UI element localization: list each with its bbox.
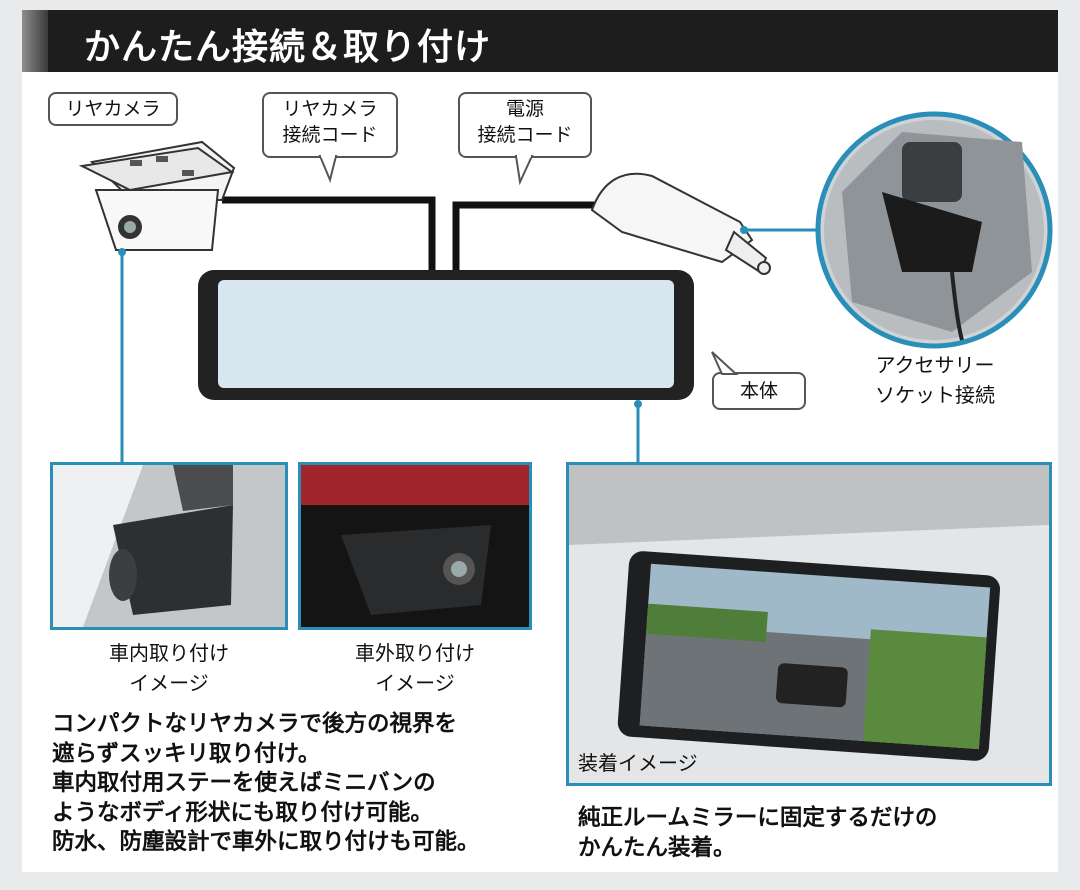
- interior-caption-line1: 車内取り付け: [109, 641, 229, 665]
- description-left-line2: 遮らずスッキリ取り付け。: [52, 740, 321, 767]
- mirror-unit-icon: [198, 270, 694, 400]
- power-cord-label-line2: 接続コード: [477, 124, 573, 146]
- interior-caption-line2: イメージ: [129, 671, 209, 695]
- description-right-line2: かんたん装着。: [578, 834, 736, 861]
- rear-camera-cable: [222, 196, 436, 270]
- main-unit-callout: 本体: [712, 372, 806, 410]
- installed-illustration: [569, 465, 1049, 783]
- exterior-caption-line2: イメージ: [375, 671, 455, 695]
- rear-camera-cord-callout-tail: [318, 154, 338, 184]
- exterior-caption-line1: 車外取り付け: [355, 641, 475, 665]
- rear-camera-callout: リヤカメラ: [48, 92, 178, 126]
- connection-diagram: [78, 111, 1053, 470]
- rear-camera-cord-label-line1: リヤカメラ: [282, 98, 378, 120]
- interior-mount-caption: 車内取り付け イメージ: [50, 638, 288, 698]
- description-right-line1: 純正ルームミラーに固定するだけの: [578, 805, 938, 831]
- power-cord-callout: 電源 接続コード: [458, 92, 592, 158]
- rear-camera-cord-callout: リヤカメラ 接続コード: [262, 92, 398, 158]
- interior-mount-photo: [50, 462, 288, 630]
- header-accent: [22, 10, 48, 72]
- description-left-line3: 車内取付用ステーを使えばミニバンの: [52, 770, 436, 796]
- product-feature-panel: かんたん接続＆取り付け: [22, 10, 1058, 872]
- accessory-socket-line2: ソケット接続: [875, 383, 995, 407]
- rear-camera-icon: [78, 140, 236, 251]
- exterior-mount-illustration: [301, 465, 529, 627]
- exterior-mount-photo: [298, 462, 532, 630]
- power-cable: [452, 201, 602, 270]
- exterior-mount-caption: 車外取り付け イメージ: [298, 638, 532, 698]
- page-title: かんたん接続＆取り付け: [84, 27, 492, 68]
- power-cord-label-line1: 電源: [505, 98, 544, 120]
- description-left-line4: ようなボディ形状にも取り付け可能。: [52, 799, 433, 826]
- installed-caption-text: 装着イメージ: [578, 751, 698, 775]
- description-left-line1: コンパクトなリヤカメラで後方の視界を: [52, 711, 458, 737]
- description-left-line5: 防水、防塵設計で車外に取り付けも可能。: [52, 829, 480, 855]
- power-cord-callout-tail: [514, 154, 534, 186]
- header-bar: [22, 10, 1058, 72]
- description-right: 純正ルームミラーに固定するだけの かんたん装着。: [578, 804, 1038, 863]
- accessory-socket-caption: アクセサリー ソケット接続: [860, 350, 1010, 410]
- power-plug-icon: [590, 172, 771, 275]
- installed-photo: [566, 462, 1052, 786]
- rear-camera-cord-label-line2: 接続コード: [282, 124, 378, 146]
- accessory-socket-line1: アクセサリー: [875, 353, 995, 377]
- main-unit-callout-tail: [711, 351, 739, 375]
- description-left: コンパクトなリヤカメラで後方の視界を 遮らずスッキリ取り付け。 車内取付用ステー…: [52, 710, 552, 858]
- interior-mount-illustration: [53, 465, 233, 627]
- installed-caption: 装着イメージ: [578, 748, 698, 778]
- accessory-socket-photo: [815, 111, 1053, 349]
- rear-camera-label: リヤカメラ: [65, 98, 161, 120]
- main-unit-label: 本体: [739, 380, 778, 402]
